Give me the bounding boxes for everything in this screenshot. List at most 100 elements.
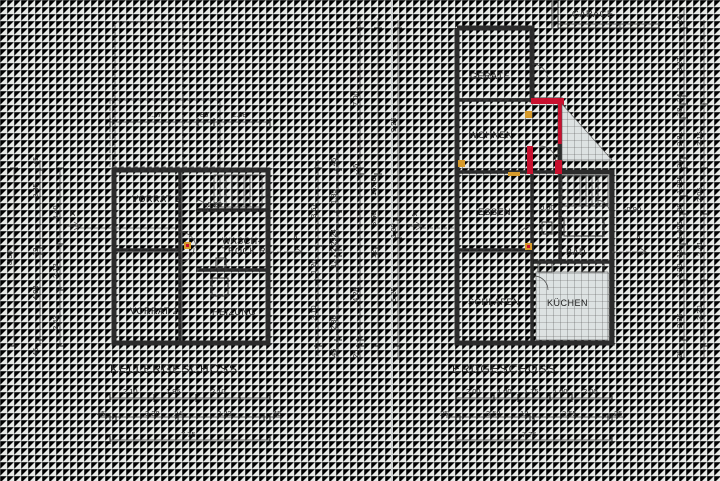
svg-text:12: 12: [520, 409, 528, 418]
svg-text:78: 78: [675, 108, 684, 116]
svg-text:25: 25: [614, 409, 622, 418]
level-marker-ground: 0.00: [540, 203, 555, 212]
svg-text:25: 25: [675, 350, 684, 358]
room-label-bad: BAD: [566, 247, 586, 257]
svg-text:45: 45: [329, 349, 338, 357]
svg-text:3.55: 3.55: [562, 409, 577, 418]
svg-text:1.00: 1.00: [497, 387, 512, 396]
door-swing: [517, 225, 533, 241]
door-swing: [595, 199, 611, 215]
svg-text:45: 45: [97, 409, 105, 418]
room-label-heizung: HEIZUNG: [212, 307, 256, 317]
level-marker-exterior: -0,90: [624, 205, 641, 214]
chimney-marker: [458, 160, 465, 167]
section-marker-right: A: [270, 233, 303, 257]
svg-text:1.20: 1.20: [309, 259, 318, 274]
boiler-symbol: [211, 277, 229, 297]
svg-text:2.68: 2.68: [232, 110, 247, 119]
level-marker-basement: -2,25: [205, 200, 222, 209]
room-label-essen: ESSEN: [478, 207, 511, 217]
door-swing: [539, 145, 557, 163]
svg-text:7.75: 7.75: [181, 430, 196, 439]
svg-text:88: 88: [675, 204, 684, 212]
svg-text:45: 45: [31, 348, 40, 356]
door-swing: [533, 275, 549, 291]
basement-plan: VORRAT 1 VORRAT 2 WASCH- TROCK.R. HEIZUN…: [5, 21, 342, 444]
basement-dim-bottom: 2.10 1.95 2.10 45 3.38 24 3.23 45 7.75: [97, 387, 282, 444]
svg-text:4.27: 4.27: [147, 110, 162, 119]
svg-text:4.28: 4.28: [351, 287, 360, 302]
toilet-symbol: [541, 221, 553, 235]
svg-text:2.81: 2.81: [675, 131, 684, 146]
svg-text:25: 25: [351, 164, 360, 172]
svg-text:2,2924: 2,2924: [329, 229, 338, 252]
highlight-wall: [531, 98, 564, 104]
room-label-geraete: GERÄTE: [470, 71, 510, 81]
svg-text:12: 12: [675, 250, 684, 258]
svg-text:2.35: 2.35: [31, 183, 40, 198]
svg-text:5.25: 5.25: [389, 287, 398, 302]
svg-text:45: 45: [31, 157, 40, 165]
room-label-wasch: WASCH-: [222, 236, 261, 246]
door-swing: [531, 63, 549, 81]
ground-dim-left: 7.00 25 4.28 25 15.50 3.60 12 9.25 1.00 …: [351, 18, 402, 360]
svg-text:12: 12: [31, 248, 40, 256]
section-marker-ground-right: A: [612, 233, 647, 257]
svg-text:15.50: 15.50: [369, 177, 378, 196]
ground-stairs: [561, 175, 609, 207]
svg-text:A: A: [70, 209, 75, 218]
section-marker-left: A: [66, 209, 180, 231]
svg-text:3.60: 3.60: [369, 211, 378, 226]
svg-text:2.36: 2.36: [675, 313, 684, 328]
svg-text:8.50: 8.50: [5, 250, 14, 265]
svg-text:2.43: 2.43: [51, 315, 60, 330]
ground-floor-plan: GARAGE: [351, 0, 708, 444]
basement-stairs: [213, 174, 263, 208]
bathtub-symbol: [563, 217, 605, 237]
ground-dim-right: 24 3.27 24 78 2.81 25 1.295 88 1.495 12 …: [675, 8, 708, 360]
svg-text:3.23: 3.23: [217, 409, 232, 418]
svg-text:25: 25: [440, 409, 448, 418]
svg-text:1.85: 1.85: [329, 189, 338, 204]
svg-text:25: 25: [675, 160, 684, 168]
svg-text:1.295: 1.295: [675, 175, 684, 194]
svg-text:3.30: 3.30: [695, 305, 704, 320]
svg-text:25: 25: [351, 350, 360, 358]
svg-text:80: 80: [200, 110, 208, 119]
room-label-kuechen: KÜCHEN: [547, 298, 588, 308]
svg-text:12: 12: [369, 250, 378, 258]
svg-text:24: 24: [675, 94, 684, 102]
room-label-trockenraum: TROCK.R.: [222, 246, 269, 256]
ground-floor-title: ERDGESCHOSS: [452, 362, 556, 376]
svg-text:3.58: 3.58: [486, 409, 501, 418]
svg-text:2.12: 2.12: [51, 263, 60, 278]
svg-text:2.00: 2.00: [466, 387, 481, 396]
svg-text:7.75: 7.75: [522, 430, 537, 439]
sink-symbol: [581, 261, 605, 273]
svg-text:2.41: 2.41: [695, 241, 704, 256]
svg-text:24: 24: [174, 409, 182, 418]
section-marker-ground-left: A: [408, 209, 457, 231]
door-swing: [179, 231, 197, 249]
svg-text:2.36: 2.36: [329, 315, 338, 330]
room-label-vorrat-2: VORRAT 2: [130, 306, 178, 316]
sink-symbol: [215, 257, 227, 269]
svg-text:4.08: 4.08: [31, 285, 40, 300]
basement-title: KELLERGESCHOSS: [110, 362, 238, 376]
svg-text:2.05: 2.05: [695, 187, 704, 202]
svg-text:A: A: [293, 233, 298, 242]
svg-text:9.25: 9.25: [389, 117, 398, 132]
svg-text:1.20: 1.20: [675, 263, 684, 278]
svg-text:1.75: 1.75: [524, 387, 539, 396]
door-swing: [195, 199, 209, 213]
room-label-vorrat-1: VORRAT 1: [132, 194, 180, 204]
basement-dim-top: 4.27 80 2.68: [109, 110, 271, 126]
ground-dim-bottom: 2.00 1.00 1.75 1.00 2.00 25 3.58 12 3.55…: [440, 387, 624, 444]
svg-text:12: 12: [329, 260, 338, 268]
svg-text:A: A: [412, 209, 417, 218]
basement-dim-left: 8.50 45 2.35 12 4.08 45 3.40 2.12 2.43: [5, 157, 64, 356]
door-swing: [179, 247, 195, 263]
svg-text:3.38: 3.38: [145, 409, 160, 418]
svg-text:3.10: 3.10: [309, 305, 318, 320]
